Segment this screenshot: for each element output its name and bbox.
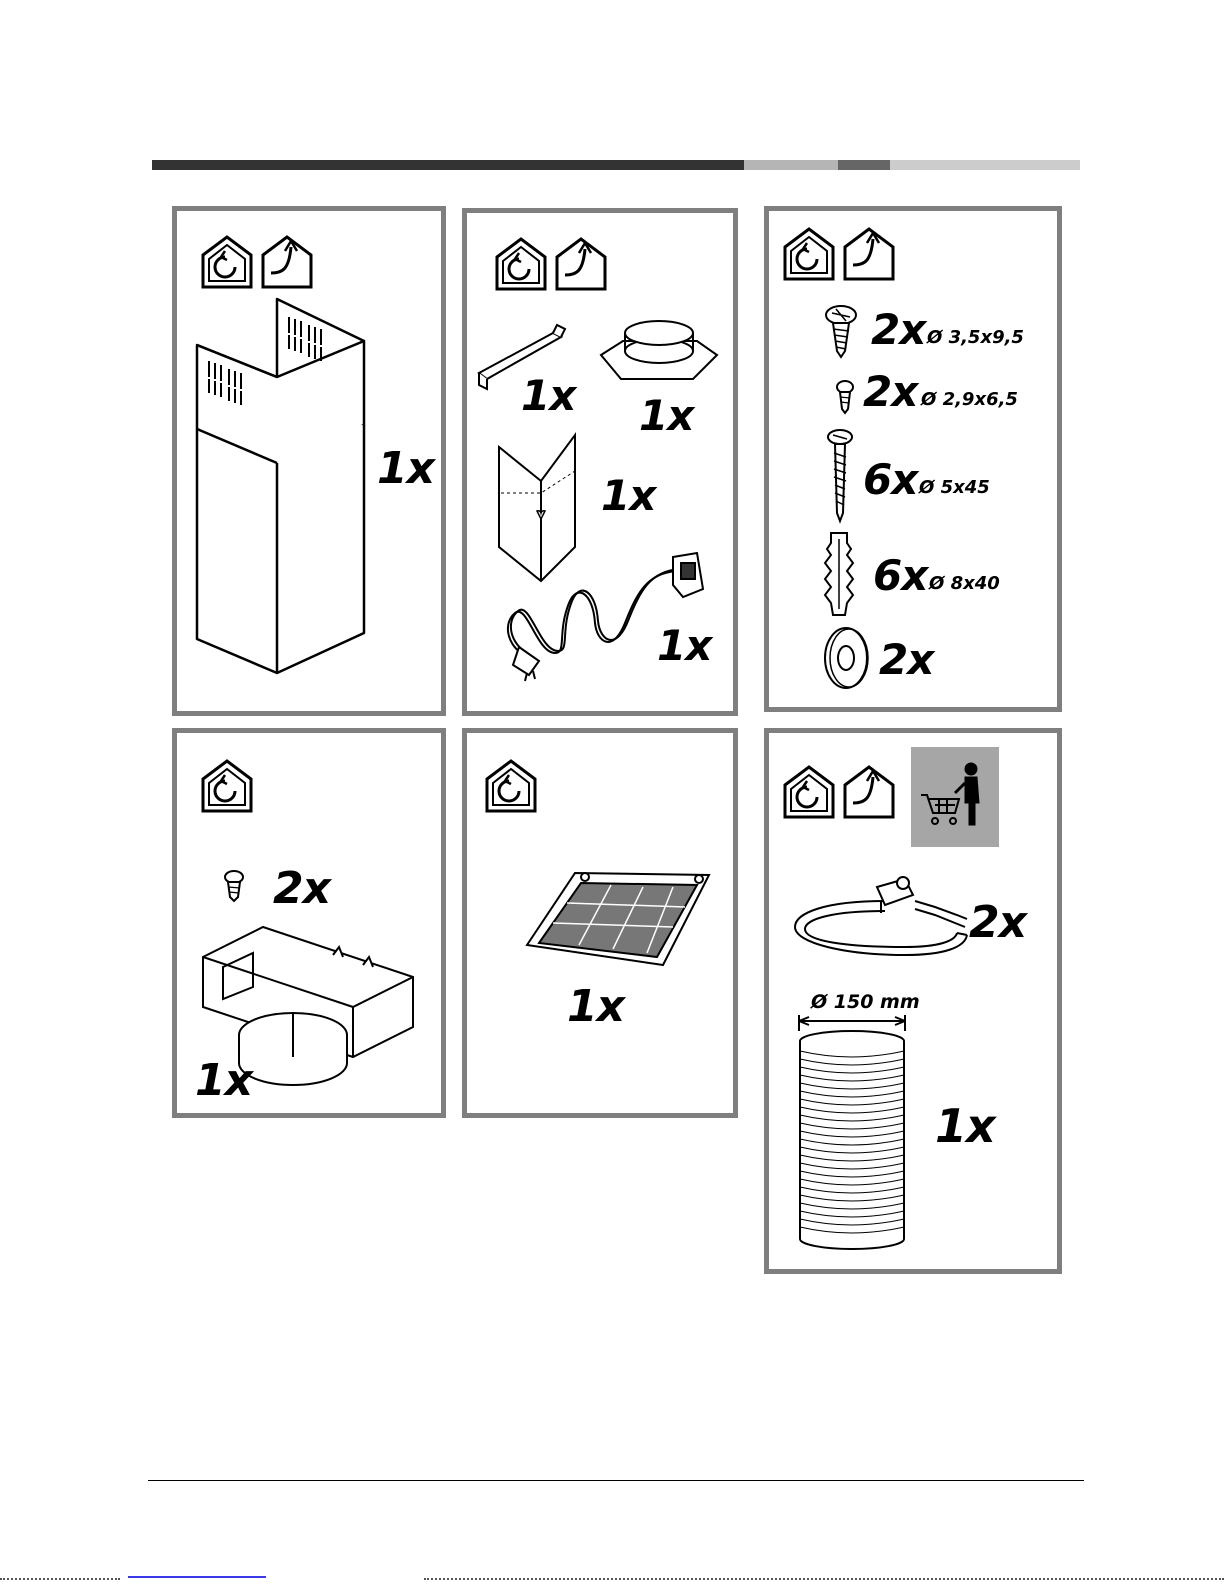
header-bar-dark <box>152 160 744 170</box>
purchase-separately-badge <box>911 747 999 847</box>
washer-quantity: 2x <box>879 639 933 681</box>
washer-icon <box>821 625 871 691</box>
carbon-filter-illustration <box>523 865 715 971</box>
wall-plug-8x40-icon <box>819 529 859 619</box>
bracket-quantity: 1x <box>521 375 575 417</box>
recirculation-mode-icon <box>779 225 903 285</box>
clamp-quantity: 2x <box>969 901 1026 945</box>
footer-rule <box>148 1480 1084 1481</box>
screw-2-dimension: Ø 2,9x6,5 <box>921 391 1018 409</box>
header-bar-pale <box>890 160 1080 170</box>
deflector-box-quantity: 1x <box>195 1059 252 1103</box>
screw-3-quantity: 6x <box>863 459 917 501</box>
duct-quantity: 1x <box>935 1103 995 1149</box>
filter-quantity: 1x <box>567 985 624 1029</box>
flange-quantity: 1x <box>639 395 693 437</box>
recirculation-mode-icon <box>483 235 623 295</box>
chimney-quantity: 1x <box>377 447 434 491</box>
screw-icon <box>223 869 245 903</box>
cable-quantity: 1x <box>657 625 711 667</box>
panel-screws: 2x Ø 3,5x9,5 2x Ø 2,9x6,5 6x Ø 5x45 6x Ø… <box>764 206 1062 712</box>
screw-3-5x9-5-icon <box>823 303 859 359</box>
flexible-duct-illustration <box>795 1011 915 1261</box>
wood-screw-5x45-icon <box>825 429 855 523</box>
footer-link-underline <box>128 1576 266 1578</box>
hose-clamp-illustration <box>785 871 975 971</box>
duct-diameter: Ø 150 mm <box>811 993 920 1012</box>
panel-filter: 1x <box>462 728 738 1118</box>
purchase-separately-icon <box>911 747 999 847</box>
panel-duct: 2x Ø 150 mm 1x <box>764 728 1062 1274</box>
screw-2-9x6-5-icon <box>835 379 855 415</box>
panel-deflector: 2x 1x <box>172 728 446 1118</box>
header-bar <box>152 160 1080 170</box>
flange-illustration <box>597 313 721 385</box>
chimney-illustration <box>189 293 359 693</box>
template-quantity: 1x <box>601 475 655 517</box>
plug-dimension: Ø 8x40 <box>929 575 1000 593</box>
deflector-screw-quantity: 2x <box>273 867 330 911</box>
recirculation-mode-icon <box>779 763 903 823</box>
footer-dotted-rule-right <box>424 1578 1224 1580</box>
header-bar-light <box>744 160 838 170</box>
panel-brackets: 1x 1x 1x 1x <box>462 208 738 716</box>
recirculation-mode-icon <box>199 233 319 293</box>
screw-3-dimension: Ø 5x45 <box>919 479 990 497</box>
recirculation-mode-icon <box>483 757 539 815</box>
footer-dotted-rule-left <box>0 1578 120 1580</box>
screw-1-quantity: 2x <box>871 309 925 351</box>
header-bar-mid <box>838 160 890 170</box>
plug-quantity: 6x <box>873 555 927 597</box>
panel-chimney: 1x <box>172 206 446 716</box>
recirculation-mode-icon <box>199 757 255 815</box>
screw-1-dimension: Ø 3,5x9,5 <box>927 329 1024 347</box>
screw-2-quantity: 2x <box>863 371 917 413</box>
